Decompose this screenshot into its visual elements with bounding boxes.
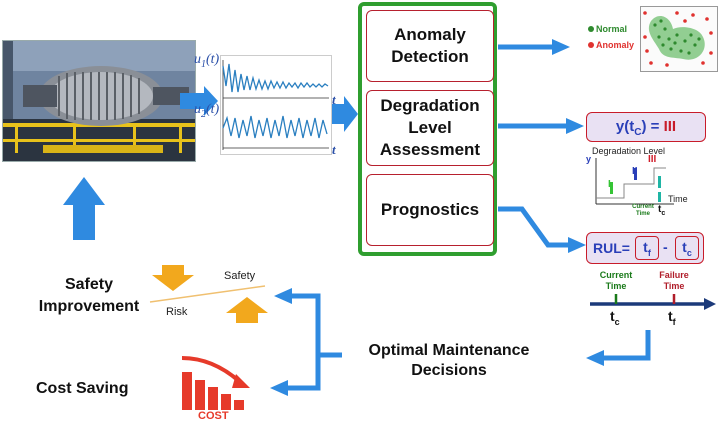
optimal-maintenance-decisions: Optimal Maintenance Decisions (368, 342, 530, 379)
risk-down-arrow (152, 265, 194, 291)
anomaly-legend: Anomaly (588, 40, 634, 50)
tc-label-small: tc (658, 204, 666, 217)
safety-improvement-label: Safety Improvement (38, 276, 140, 315)
failure-time-label: Failure Time (659, 270, 689, 291)
rul-to-decision-connector (604, 330, 651, 361)
rul-tf-term: tf (635, 236, 659, 260)
degradation-result-equation: y(tC) = III (615, 118, 677, 138)
prognostics-box: Prognostics (366, 174, 494, 246)
gas-turbine-photo (2, 40, 196, 162)
safety-risk-line (149, 285, 266, 303)
rul-box: RUL= tf - tc (586, 232, 704, 264)
current-time-label: Current Time (599, 270, 633, 291)
tc-axis-label: tc (610, 308, 620, 327)
turbine-illustration (3, 41, 195, 161)
degradation-y-label: y (586, 154, 592, 164)
rul-tc-term: tc (675, 236, 699, 260)
up-arrow (63, 177, 105, 240)
level-3-label: III (648, 154, 657, 165)
rul-timeline: Current Time Failure Time tc tf (590, 270, 718, 330)
rul-label: RUL= (593, 240, 630, 256)
anomaly-detection-box: Anomaly Detection (366, 10, 494, 82)
anomaly-dot-icon (588, 42, 594, 48)
rul-minus: - (663, 239, 668, 255)
safety-label: Safety (224, 270, 256, 282)
decision-to-outcomes-connector (292, 293, 342, 358)
cost-label: COST (198, 410, 229, 422)
safety-up-arrow (226, 297, 268, 323)
t-axis-label-2: t (332, 142, 336, 157)
u2-label: u2(t) (194, 102, 220, 120)
cost-bars-icon (181, 356, 250, 410)
rul-timeline-axis (590, 294, 716, 310)
degradation-level-chart: y Degradation Level III II I Current Tim… (584, 146, 718, 220)
tf-axis-label: tf (668, 308, 676, 327)
anomaly-scatter (643, 11, 713, 67)
photo-to-signals-arrow (180, 86, 218, 116)
degradation-level-title: Degradation Level (592, 146, 666, 156)
degradation-assessment-box: Degradation Level Assessment (366, 90, 494, 166)
u1-label: u1(t) (194, 52, 220, 70)
current-time-label-small: Current Time (632, 204, 654, 217)
u1-waveform (222, 63, 329, 93)
anomaly-scatter-panel (640, 6, 718, 72)
level-2-label: II (632, 166, 638, 177)
risk-label: Risk (166, 306, 188, 318)
cost-reduction-icon: COST (178, 352, 258, 424)
cost-saving-label: Cost Saving (36, 380, 129, 397)
prognostics-output-connector (498, 206, 568, 248)
u2-waveform (222, 115, 328, 139)
degradation-result-box: y(tC) = III (586, 112, 706, 142)
signal-plot (220, 55, 332, 155)
signal-waveforms (222, 60, 329, 150)
degradation-step-plot (595, 158, 674, 205)
normal-dot-icon (588, 26, 594, 32)
normal-legend: Normal (588, 24, 627, 34)
level-1-label: I (608, 179, 611, 190)
t-axis-label-1: t (332, 92, 336, 107)
time-axis-label: Time (668, 194, 688, 204)
signals-to-modules-arrow (330, 96, 358, 132)
